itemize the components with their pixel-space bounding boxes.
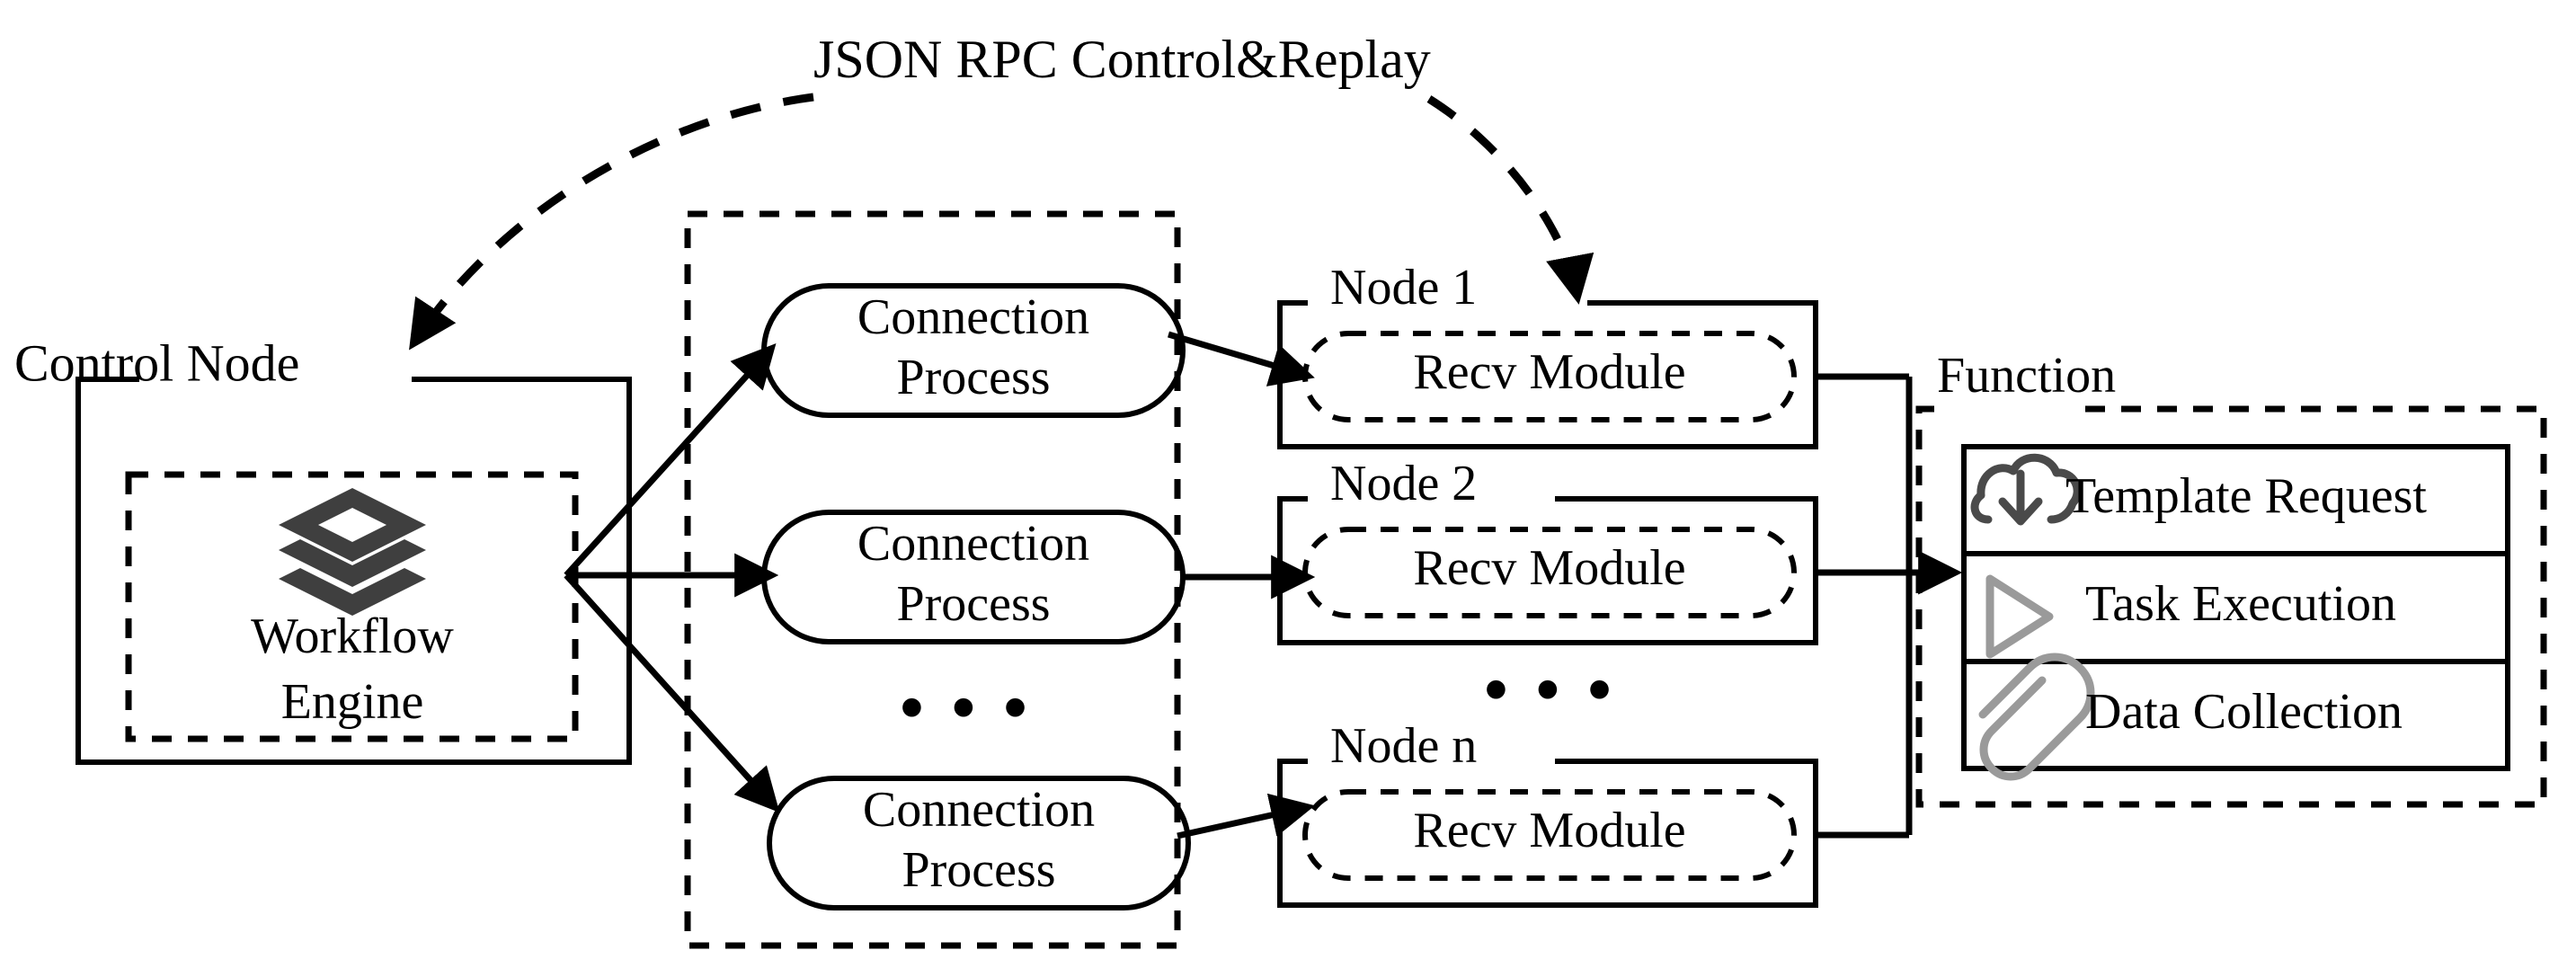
paperclip-icon xyxy=(1978,653,2095,781)
function-row-3-label: Data Collection xyxy=(2085,684,2403,740)
recv-module-label-3: Recv Module xyxy=(1413,803,1685,858)
recv-module-label-1: Recv Module xyxy=(1413,344,1685,400)
node-n-label: Node n xyxy=(1330,718,1477,774)
control-node-box xyxy=(76,377,632,765)
connection-to-node-3 xyxy=(1177,793,1315,839)
node-2-box xyxy=(1277,496,1818,645)
layers-stack-icon xyxy=(279,488,426,616)
diagram-title: JSON RPC Control&Replay xyxy=(813,30,1431,89)
recv-module-box-1 xyxy=(1302,331,1797,422)
function-panel-box xyxy=(1915,405,2547,808)
control-to-connection-1 xyxy=(564,342,777,578)
rpc-control-arrow-left xyxy=(409,93,814,351)
node-1-label: Node 1 xyxy=(1330,260,1477,315)
function-table xyxy=(1961,444,2510,771)
connection-process-box-1 xyxy=(761,283,1186,418)
recv-module-label-2: Recv Module xyxy=(1413,540,1685,596)
recv-module-box-3 xyxy=(1302,789,1797,881)
rpc-control-arrow-right xyxy=(1426,95,1594,305)
cloud-download-icon xyxy=(1970,453,2082,526)
function-row-2-label: Task Execution xyxy=(2085,576,2396,632)
connection-process-2-line1: Connection xyxy=(857,516,1089,572)
connection-process-box-3 xyxy=(767,776,1191,910)
connection-process-1-line2: Process xyxy=(896,350,1050,405)
connection-process-ellipsis: • • • xyxy=(900,670,1033,745)
workflow-engine-box xyxy=(125,471,579,742)
nodes-ellipsis: • • • xyxy=(1484,652,1617,727)
connection-to-node-1 xyxy=(1168,331,1315,386)
play-triangle-icon xyxy=(1985,574,2054,659)
connection-process-3-line2: Process xyxy=(902,842,1055,898)
connection-process-2-line2: Process xyxy=(896,576,1050,632)
workflow-engine-label-line1: Workflow xyxy=(251,608,454,664)
connection-process-3-line1: Connection xyxy=(863,782,1095,838)
control-node-label: Control Node xyxy=(14,333,299,392)
control-to-connection-3 xyxy=(564,573,780,813)
node-1-box xyxy=(1277,300,1818,449)
node-n-box xyxy=(1277,759,1818,908)
function-row-1-label: Template Request xyxy=(2065,468,2427,524)
connection-process-1-line1: Connection xyxy=(857,289,1089,345)
function-panel-label: Function xyxy=(1937,348,2116,404)
recv-module-box-2 xyxy=(1302,527,1797,618)
workflow-engine-label-line2: Engine xyxy=(281,674,424,730)
node-2-label: Node 2 xyxy=(1330,456,1477,511)
